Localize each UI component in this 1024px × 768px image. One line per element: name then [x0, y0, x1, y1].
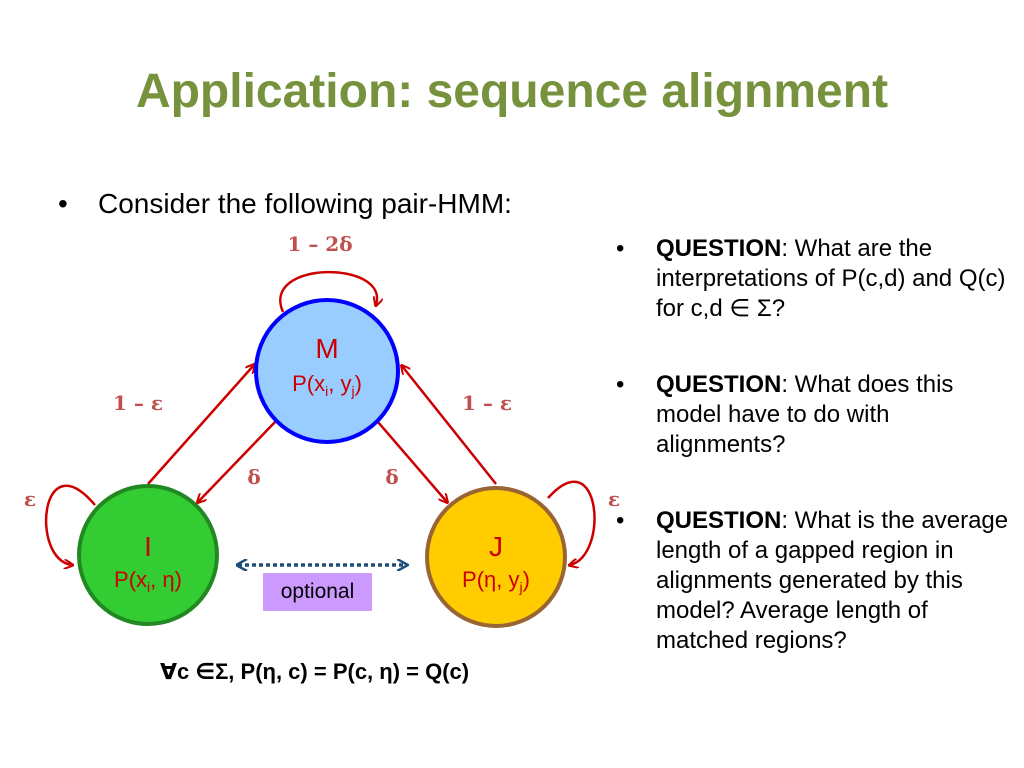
question-label: QUESTION	[656, 371, 782, 398]
label-self-m: 1 – 2δ	[287, 232, 352, 256]
state-m-emission: P(xi, yj)	[292, 371, 362, 399]
question-text: : What are the interpretations of P(c,d)…	[656, 235, 1006, 322]
bullet-glyph: •	[616, 507, 625, 534]
intro-bullet: • Consider the following pair-HMM:	[58, 188, 512, 220]
state-j-circle	[425, 486, 567, 628]
state-i-circle	[77, 484, 219, 626]
self-loop-i	[44, 484, 96, 565]
slide-title: Application: sequence alignment	[135, 65, 889, 118]
bullet-glyph: •	[58, 188, 68, 219]
state-m-label: M	[315, 333, 338, 364]
question-label: QUESTION	[656, 235, 782, 262]
arrow-i-to-m	[147, 365, 254, 485]
label-m-to-j: δ	[385, 465, 398, 489]
arrow-m-to-i	[198, 421, 276, 502]
arrow-j-to-m	[402, 366, 497, 485]
question-label: QUESTION	[656, 507, 782, 534]
label-i-to-m: 1 – ε	[113, 391, 163, 415]
question-text: : What is the average length of a gapped…	[656, 507, 1009, 654]
state-j-emission: P(η, yj)	[462, 567, 530, 595]
emission-equation: ∀c ∈Σ, P(η, c) = P(c, η) = Q(c)	[160, 659, 470, 684]
label-self-j: ε	[608, 487, 620, 511]
question-list: •QUESTION: What are the interpretations …	[616, 234, 1016, 702]
self-loop-m	[279, 270, 377, 313]
intro-text: Consider the following pair-HMM:	[98, 188, 512, 219]
label-j-to-m: 1 – ε	[462, 391, 512, 415]
state-i-emission: P(xi, η)	[114, 567, 182, 595]
label-self-i: ε	[24, 487, 36, 511]
state-i-label: I	[144, 531, 152, 562]
state-m-circle	[254, 298, 400, 444]
arrow-m-to-j	[377, 421, 447, 502]
self-loop-j	[547, 480, 596, 565]
question-item: • QUESTION: What is the average length of…	[616, 506, 1016, 656]
question-item: • QUESTION: What does this model have to …	[616, 370, 1016, 460]
question-text: : What does this model have to do with a…	[656, 371, 954, 458]
question-item: • QUESTION: What are the interpretations …	[616, 234, 1016, 324]
bullet-glyph: •	[616, 371, 625, 398]
state-j-label: J	[489, 531, 503, 562]
optional-label: optional	[263, 573, 372, 611]
label-m-to-i: δ	[247, 465, 260, 489]
bullet-glyph: •	[616, 235, 625, 262]
